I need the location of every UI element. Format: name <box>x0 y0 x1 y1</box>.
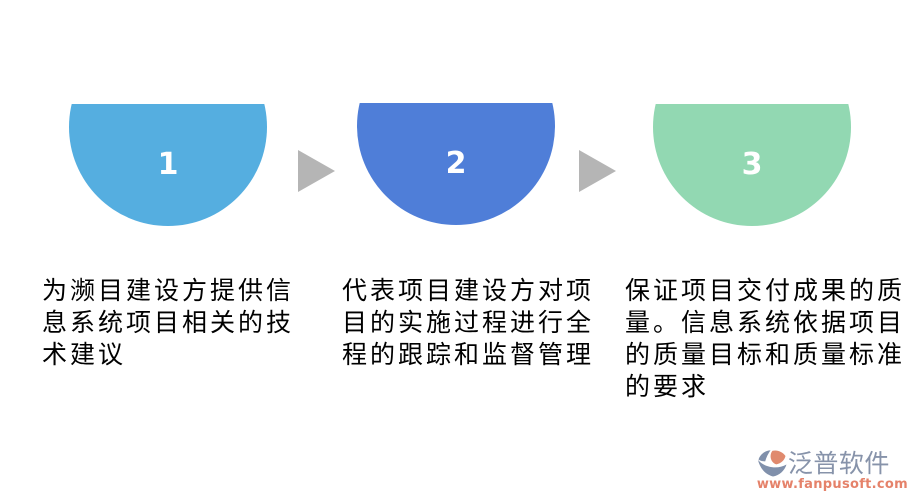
step-number-1: 1 <box>157 147 179 182</box>
step-description-1: 为濒目建设方提供信 息系统项目相关的技 术建议 <box>42 276 295 369</box>
step-shape-1: 1 <box>69 104 267 226</box>
step-description-2: 代表项目建设方对项 目的实施过程进行全 程的跟踪和监督管理 <box>342 276 595 369</box>
step-shape-3: 3 <box>653 104 851 226</box>
step-number-2: 2 <box>445 146 467 181</box>
step-description-3: 保证项目交付成果的质 量。信息系统依据项目 的质量目标和质量标准 的要求 <box>625 276 906 401</box>
brand-url: www.fanpusoft.com <box>756 477 908 492</box>
arrow-right-icon <box>579 150 616 192</box>
step-number-3: 3 <box>741 147 763 182</box>
brand-name: 泛普软件 <box>787 448 890 478</box>
brand-logo-row: 泛普软件 <box>757 450 890 477</box>
brand-logo: 泛普软件 www.fanpusoft.com <box>757 450 908 492</box>
fanpu-logo-icon <box>757 450 787 477</box>
arrow-right-icon <box>298 150 335 192</box>
step-shape-2: 2 <box>357 103 555 225</box>
